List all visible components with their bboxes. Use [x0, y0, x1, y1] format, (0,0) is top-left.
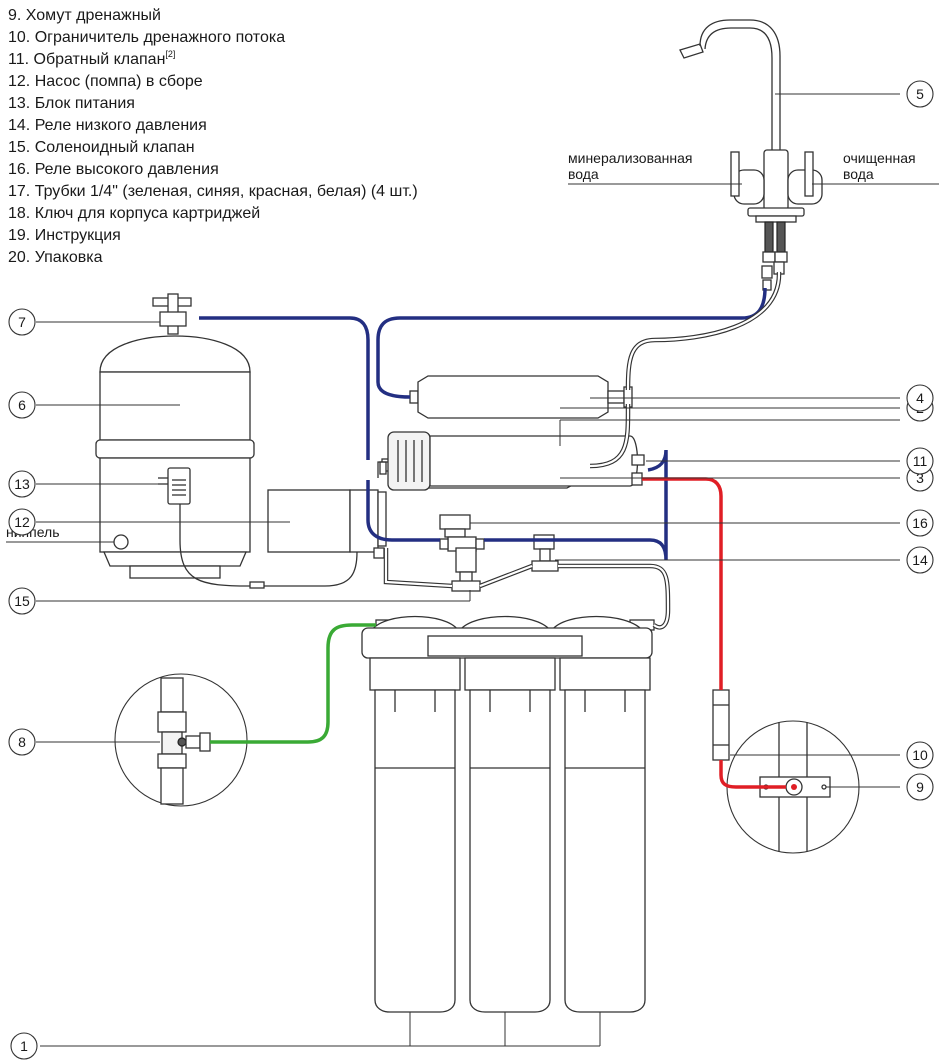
parts-list: 9. Хомут дренажный 10. Ограничитель дрен…	[8, 7, 418, 266]
power-supply	[158, 467, 358, 589]
callout-10: 10	[906, 741, 934, 769]
svg-text:1: 1	[20, 1038, 28, 1054]
callout-12: 12	[8, 508, 36, 536]
svg-text:11: 11	[913, 453, 928, 469]
red-tube	[642, 477, 723, 690]
svg-text:10: 10	[912, 747, 928, 763]
mineral-water-label: вода	[568, 166, 599, 182]
callouts: 1 2 3 4 5 6 7 8 9 10 11 12 13 14 15 16	[8, 80, 934, 1060]
parts-list-item: 15. Соленоидный клапан	[8, 139, 195, 156]
callout-1: 1	[10, 1032, 38, 1060]
svg-text:16: 16	[912, 515, 928, 531]
parts-list-item: 14. Реле низкого давления	[8, 117, 207, 134]
svg-text:3: 3	[916, 470, 924, 486]
storage-tank	[95, 293, 255, 579]
svg-text:8: 8	[18, 734, 26, 750]
pump	[267, 461, 388, 559]
parts-list-item: 18. Ключ для корпуса картриджей	[8, 205, 260, 222]
parts-list-item: 19. Инструкция	[8, 227, 121, 244]
parts-list-item: 17. Трубки 1/4" (зеленая, синяя, красная…	[8, 183, 418, 200]
callout-5: 5	[906, 80, 934, 108]
callout-6: 6	[8, 391, 36, 419]
faucet	[679, 19, 823, 291]
callout-4: 4	[906, 384, 934, 412]
pre-filter-block	[361, 615, 655, 1013]
parts-list-item: 11. Обратный клапан[2]	[8, 49, 175, 68]
membrane-housing	[379, 431, 645, 491]
svg-text:7: 7	[18, 314, 26, 330]
svg-text:13: 13	[14, 476, 30, 492]
leader-lines	[36, 93, 900, 1047]
flow-restrictor	[712, 689, 730, 761]
pure-water-label: вода	[843, 166, 874, 182]
callout-13: 13	[8, 470, 36, 498]
svg-text:9: 9	[916, 779, 924, 795]
svg-text:6: 6	[18, 397, 26, 413]
parts-list-item: 10. Ограничитель дренажного потока	[8, 29, 285, 46]
solenoid-valve	[451, 547, 481, 592]
callout-15: 15	[8, 587, 36, 615]
svg-text:12: 12	[14, 514, 30, 530]
callout-14: 14	[906, 546, 934, 574]
svg-text:5: 5	[916, 86, 924, 102]
callout-16: 16	[906, 509, 934, 537]
high-pressure-switch	[439, 514, 485, 552]
post-filter-4	[409, 375, 633, 419]
parts-list-item: 13. Блок питания	[8, 95, 135, 112]
pure-water-label: очищенная	[843, 150, 916, 166]
svg-text:14: 14	[912, 552, 928, 568]
parts-list-item: 9. Хомут дренажный	[8, 7, 161, 24]
red-tube	[719, 760, 786, 789]
white-tube	[383, 271, 782, 630]
parts-list-item-text: 11. Обратный клапан	[8, 51, 165, 68]
mineral-water-label: минерализованная	[568, 150, 692, 166]
inlet-detail	[114, 673, 248, 807]
parts-list-item-sup: [2]	[165, 49, 175, 59]
callout-11: 11	[906, 447, 934, 475]
parts-list-item: 12. Насос (помпа) в сборе	[8, 73, 203, 90]
callout-7: 7	[8, 308, 36, 336]
green-tube	[210, 623, 376, 744]
svg-text:4: 4	[916, 390, 924, 406]
parts-list-item: 20. Упаковка	[8, 249, 103, 266]
callout-8: 8	[8, 728, 36, 756]
parts-list-item: 16. Реле высокого давления	[8, 161, 219, 178]
callout-9: 9	[906, 773, 934, 801]
svg-text:15: 15	[14, 593, 30, 609]
